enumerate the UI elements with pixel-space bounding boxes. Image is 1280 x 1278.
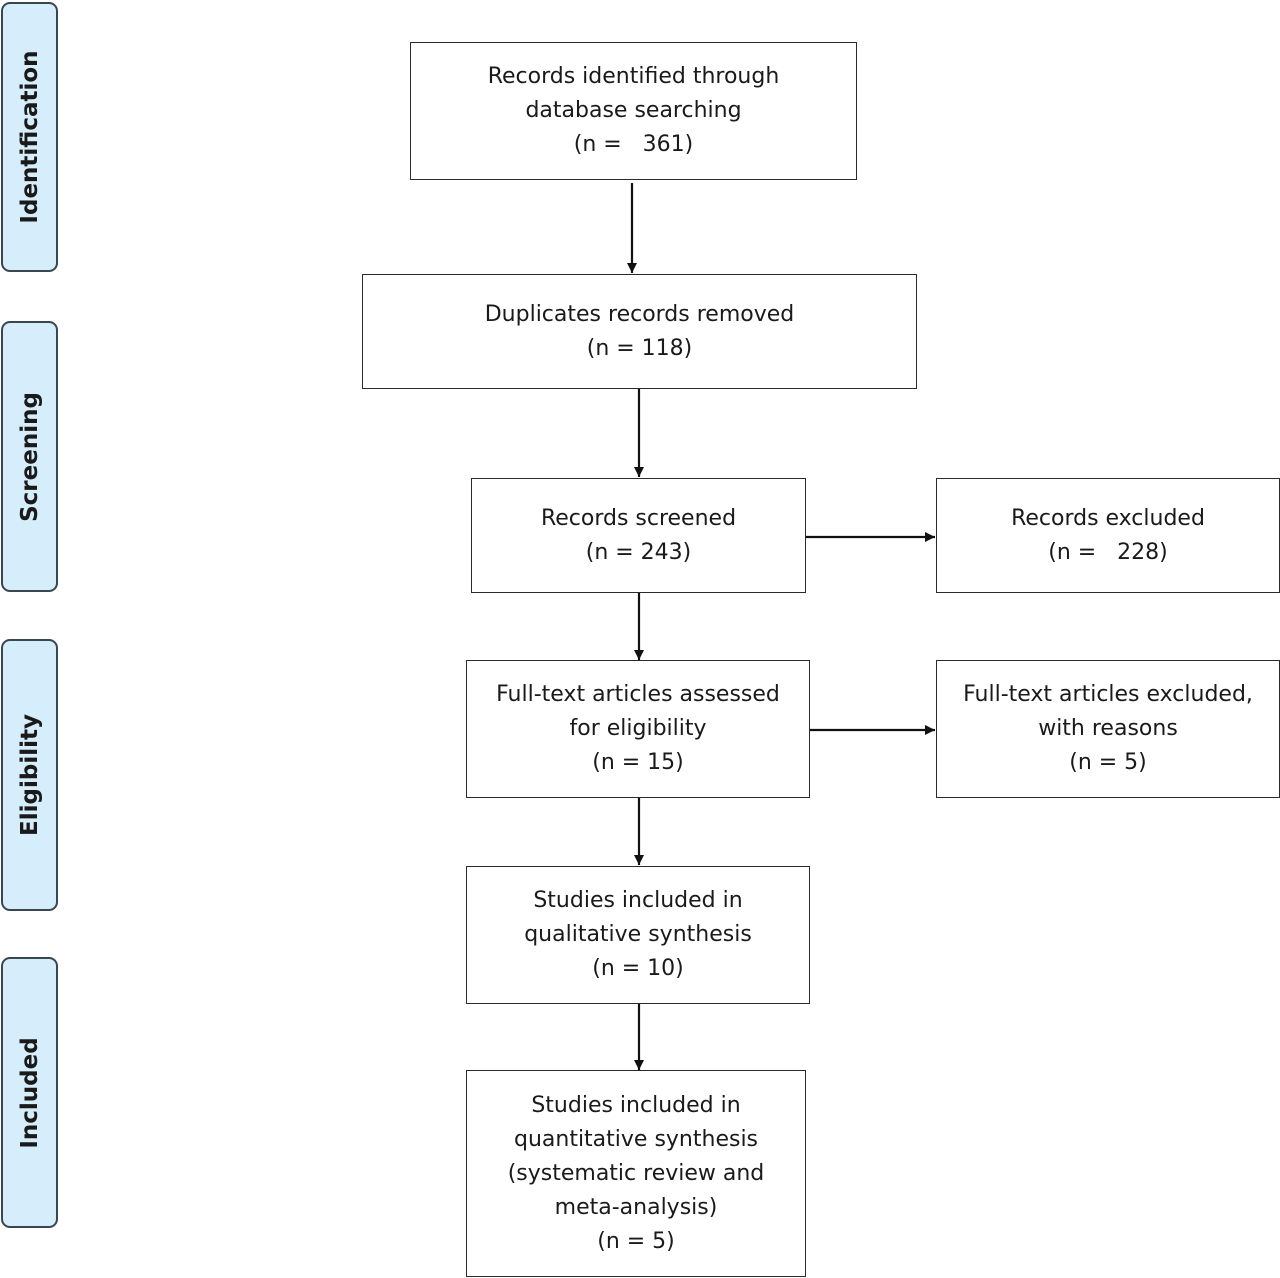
quantitative-synthesis-line-4: meta-analysis): [554, 1194, 718, 1220]
fulltext-excluded-box: Full-text articles excluded, with reason…: [936, 660, 1280, 798]
records-identified-line-1: Records identified through: [487, 64, 780, 89]
fulltext-assessed-count: (n = 15): [592, 750, 684, 775]
qualitative-synthesis-box: Studies included in qualitative synthesi…: [466, 866, 810, 1004]
quantitative-synthesis-line-2: quantitative synthesis: [513, 1126, 759, 1152]
records-screened-box: Records screened (n = 243): [471, 478, 806, 593]
fulltext-assessed-box: Full-text articles assessed for eligibil…: [466, 660, 810, 798]
fulltext-excluded-line-2: with reasons: [1038, 716, 1178, 741]
quantitative-synthesis-line-1: Studies included in: [531, 1092, 741, 1118]
quantitative-synthesis-box: Studies included in quantitative synthes…: [466, 1070, 806, 1277]
records-screened-count: (n = 243): [585, 539, 692, 565]
phase-identification: Identification: [1, 2, 58, 272]
quantitative-synthesis-count: (n = 5): [597, 1228, 675, 1254]
records-excluded-count: (n = 228): [1048, 539, 1168, 565]
quantitative-synthesis-line-3: (systematic review and: [507, 1160, 765, 1186]
fulltext-assessed-line-1: Full-text articles assessed: [496, 682, 780, 707]
records-screened-line-1: Records screened: [540, 505, 737, 531]
fulltext-excluded-line-1: Full-text articles excluded,: [963, 682, 1253, 707]
duplicates-removed-count: (n = 118): [586, 335, 693, 361]
duplicates-removed-box: Duplicates records removed (n = 118): [362, 274, 917, 389]
records-identified-count: (n = 361): [573, 132, 694, 157]
phase-included: Included: [1, 957, 58, 1228]
records-excluded-box: Records excluded (n = 228): [936, 478, 1280, 593]
qualitative-synthesis-line-1: Studies included in: [533, 888, 743, 913]
fulltext-excluded-count: (n = 5): [1069, 750, 1147, 775]
records-identified-line-2: database searching: [525, 98, 742, 123]
phase-eligibility: Eligibility: [1, 639, 58, 911]
duplicates-removed-line-1: Duplicates records removed: [484, 301, 795, 327]
records-excluded-line-1: Records excluded: [1011, 505, 1205, 531]
qualitative-synthesis-line-2: qualitative synthesis: [524, 922, 752, 947]
qualitative-synthesis-count: (n = 10): [592, 956, 684, 981]
phase-screening: Screening: [1, 321, 58, 592]
fulltext-assessed-line-2: for eligibility: [569, 716, 707, 741]
records-identified-box: Records identified through database sear…: [410, 42, 857, 180]
